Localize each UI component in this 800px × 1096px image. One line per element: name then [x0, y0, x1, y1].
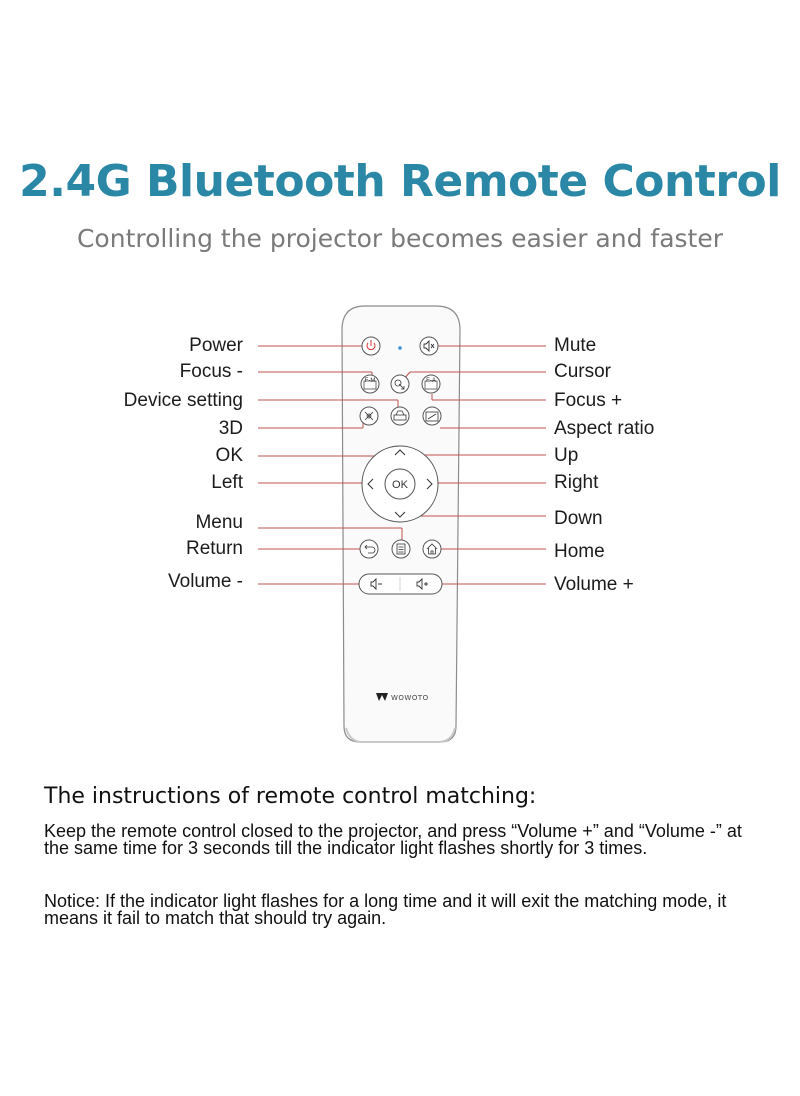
focus-minus-icon — [363, 380, 377, 390]
menu-icon — [396, 543, 406, 555]
device-setting-icon — [393, 410, 407, 421]
volume-down-icon — [370, 577, 382, 591]
brand-name: WOWOTO — [391, 694, 429, 702]
chevron-right-icon — [426, 478, 433, 490]
device-setting-button[interactable] — [390, 406, 410, 426]
volume-rocker — [358, 573, 443, 595]
down-button[interactable] — [394, 511, 406, 518]
cursor-button[interactable] — [390, 374, 410, 394]
remote-illustration: F-M F-A — [258, 305, 546, 743]
label-down: Down — [554, 508, 603, 529]
instructions-paragraph-1: Keep the remote control closed to the pr… — [44, 821, 742, 858]
right-button[interactable] — [426, 478, 433, 490]
brand-logo-icon — [376, 693, 388, 701]
power-button[interactable] — [361, 336, 381, 356]
focus-minus-text: F-M — [365, 378, 376, 384]
indicator-light — [398, 346, 402, 350]
focus-minus-button[interactable]: F-M — [360, 374, 380, 394]
ok-button-label: OK — [392, 479, 409, 491]
remote-body — [341, 305, 461, 743]
focus-plus-button[interactable]: F-A — [421, 374, 441, 394]
home-button[interactable] — [422, 539, 442, 559]
aspect-ratio-icon — [425, 411, 439, 422]
chevron-left-icon — [367, 478, 374, 490]
volume-plus-button[interactable] — [416, 577, 428, 591]
ok-button[interactable]: OK — [384, 468, 416, 500]
label-home: Home — [554, 541, 605, 562]
page-subtitle: Controlling the projector becomes easier… — [76, 224, 724, 253]
menu-button[interactable] — [391, 539, 411, 559]
home-icon — [426, 543, 438, 555]
label-focus-minus: Focus - — [179, 361, 243, 382]
label-volume-minus: Volume - — [168, 571, 243, 592]
label-3d: 3D — [218, 418, 243, 439]
power-icon — [366, 340, 376, 351]
label-left: Left — [211, 472, 243, 493]
mute-icon — [423, 339, 435, 353]
chevron-down-icon — [394, 511, 406, 518]
label-volume-plus: Volume + — [554, 574, 634, 595]
label-ok: OK — [215, 445, 243, 466]
instructions-paragraph-2: Notice: If the indicator light flashes f… — [44, 891, 727, 928]
3d-button[interactable] — [359, 406, 379, 426]
left-button[interactable] — [367, 478, 374, 490]
label-aspect-ratio: Aspect ratio — [554, 418, 655, 439]
mute-button[interactable] — [419, 336, 439, 356]
cursor-icon — [394, 379, 405, 390]
aspect-ratio-button[interactable] — [422, 406, 442, 426]
volume-minus-button[interactable] — [370, 577, 382, 591]
label-mute: Mute — [554, 335, 597, 356]
label-return: Return — [185, 538, 243, 559]
return-icon — [364, 544, 376, 554]
label-menu: Menu — [195, 512, 243, 533]
remote-diagram: F-M F-A — [123, 305, 655, 743]
label-up: Up — [554, 445, 579, 466]
instructions-heading: The instructions of remote control match… — [44, 784, 537, 809]
label-device-setting: Device setting — [123, 390, 243, 411]
return-button[interactable] — [359, 539, 379, 559]
callout-lines — [258, 345, 546, 585]
3d-icon — [364, 411, 374, 421]
volume-up-icon — [416, 577, 428, 591]
up-button[interactable] — [394, 449, 406, 456]
label-right: Right — [554, 472, 599, 493]
remote-bottom-shade — [345, 727, 456, 743]
focus-plus-icon — [424, 380, 438, 390]
focus-plus-text: F-A — [426, 378, 436, 384]
label-focus-plus: Focus + — [554, 390, 623, 411]
page-title: 2.4G Bluetooth Remote Control — [19, 156, 781, 207]
label-cursor: Cursor — [554, 361, 612, 382]
chevron-up-icon — [394, 449, 406, 456]
label-power: Power — [189, 335, 243, 356]
